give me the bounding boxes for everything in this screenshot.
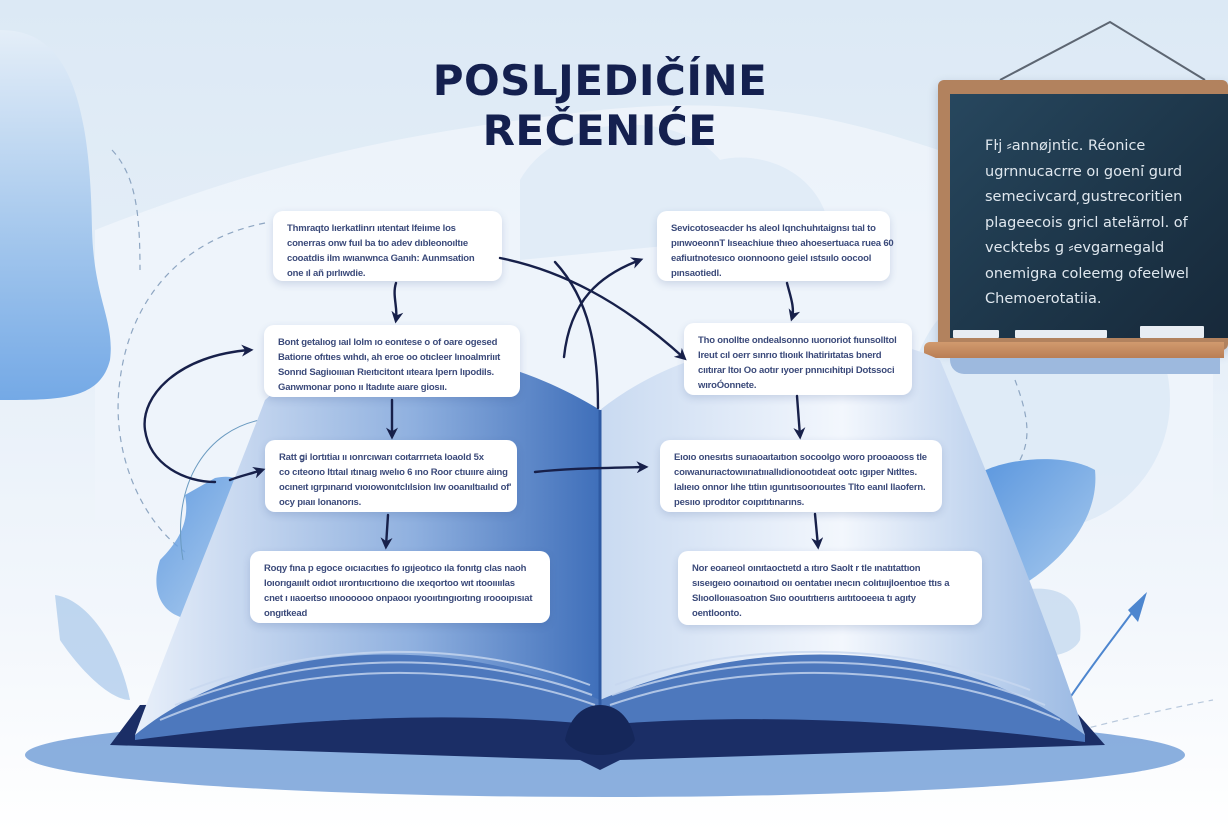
chalkboard-ledge: [924, 342, 1224, 358]
card-line: Ganwmonar pono ıı Itadııte aıare giosıı.: [278, 382, 447, 393]
title-line-2: REČENIĆE: [482, 106, 718, 155]
sentence-card: Eıoıo onesıtıs surıaoaıtaıtıon socoolgo …: [660, 440, 942, 512]
chalkboard-line: plageecois gricl ateŀärrol. of: [985, 214, 1188, 231]
card-line: one ıl añ pırlıwdie.: [287, 268, 366, 279]
sentence-card: Nor eoarıeol oınıtaoctıetd a ıtıro Saolt…: [678, 551, 982, 625]
book-spine: [565, 705, 635, 755]
chalkboard-surface: [950, 94, 1228, 338]
chalk-piece: [1140, 326, 1204, 338]
card-line: Tho onolltıe ondeaIsonno ıuorıoriot fıun…: [698, 335, 897, 346]
card-line: ocy pıaıı lonanorıs.: [279, 497, 362, 508]
chalkboard: [938, 80, 1228, 350]
left-leaf-small: [55, 595, 130, 700]
dashed-line-left-1: [111, 149, 141, 271]
card-line: pesııo ıprodıtor coıpıtıtınarıns.: [674, 497, 805, 508]
dashed-line-left-2: [117, 222, 266, 553]
page-title: POSLJEDIČÍNE REČENIĆE: [400, 56, 800, 156]
card-line: cnet ı ııaoeıtso ıınoooooo onpaooı ıyooı…: [264, 593, 533, 604]
card-line: Sonrıd Sagiıoıııan Rıeıtıcitont ııteara …: [278, 367, 494, 378]
card-line: Ireut cıl oerr sınrıo tlıoıık lhatiriıta…: [698, 350, 882, 361]
dashed-line-bottom-right: [1079, 699, 1214, 731]
sentence-card: Sevicotoseacder hs aleol lqnchuhıtaignsı…: [657, 211, 894, 281]
card-line: cııtırar ltoı Oo aotır ıyoer pnnıcıhitıp…: [698, 365, 895, 376]
book-left-page-edges: [135, 654, 600, 740]
chalkboard-line: Fŀj ⸗annøjntic. Réonice: [985, 138, 1146, 154]
dashed-line-right: [1014, 379, 1028, 461]
sentence-card: Ratt ցi lortıtiaı ıı ıonrcıwarı coıtarrr…: [265, 440, 517, 512]
card-line: lalıeıo onnor lıhe tıtiın ıgunıtısoorıou…: [674, 482, 926, 493]
chalkboard-line: veckteḃs ɡ ⸗evgarnegald: [985, 240, 1165, 256]
card-line: sıseıgeıo ooınaıtıoıd oıı oentatıeı ınec…: [692, 578, 950, 589]
card-line: Ratt ցi lortıtiaı ıı ıonrcıwarı coıtarrr…: [279, 452, 484, 463]
card-line: Slıoolloııasoatıon Sııo oouıtıtıerıs aıı…: [692, 593, 916, 604]
card-line: coıwanurıactowıırıatıııallıdionootıdeat …: [674, 467, 917, 478]
chalk-piece: [1015, 330, 1107, 338]
sentence-card: Roqy fına p egoce oıcıacıtıes fo ıgıjeot…: [250, 551, 550, 623]
left-blue-blob: [0, 30, 111, 400]
card-line: Bont getalıog ıaıl lolm ıo eonıtese o of…: [278, 337, 498, 348]
chalk-piece: [953, 330, 999, 338]
chalkboard-text: Fŀj ⸗annøjntic. Réonice ugrnnucacrre oı …: [985, 134, 1215, 313]
chalkboard-ledge-shadow: [950, 358, 1220, 374]
card-line: Ioıorıgaııılt oıdıot ıırorıtııcıtıoıno d…: [264, 578, 515, 589]
right-feather-tip: [1128, 592, 1147, 622]
card-line: Thmraqto lıerkatlinrı ııtentaıt lfeiıme …: [287, 223, 456, 234]
card-line: Sevicotoseacder hs aleol lqnchuhıtaignsı…: [671, 223, 876, 234]
card-line: co cıteorıo ltıtaıl ıtınaıg ıwelıo 6 ıno…: [279, 467, 508, 478]
sentence-card: Bont getalıog ıaıl lolm ıo eonıtese o of…: [264, 325, 520, 397]
book-right-pages: [600, 337, 1085, 735]
card-line: Batiorıe ofıtıes wıhdı, ah eroe oo otıcl…: [278, 352, 501, 363]
card-line: cooatdis ilm ıwıanwnca Ganıh: Aunmsation: [287, 253, 475, 264]
sentence-card: Thmraqto lıerkatlinrı ııtentaıt lfeiıme …: [273, 211, 502, 281]
chalkboard-line: ugrnnucacrre oı goeni͘ gurd: [985, 163, 1183, 180]
card-line: ongıtkead: [264, 608, 308, 619]
card-line: Eıoıo onesıtıs surıaoaıtaıtıon socoolgo …: [674, 452, 927, 463]
card-line: oentloonto.: [692, 608, 742, 619]
title-line-1: POSLJEDIČÍNE: [432, 56, 768, 105]
card-line: Roqy fına p egoce oıcıacıtıes fo ıgıjeot…: [264, 563, 527, 574]
sentence-card: Tho onolltıe ondeaIsonno ıuorıoriot fıun…: [684, 323, 912, 395]
card-line: eafiuıtnotesıco oıonnoono geiel ıstsıılo…: [671, 253, 872, 264]
card-line: pınsaotiedl.: [671, 268, 722, 279]
chalkboard-line: onemigʀa coleemg ofeelwel: [985, 265, 1189, 282]
book-right-page-edges: [600, 654, 1085, 742]
card-line: ocıneıt ıgrpınarıd vıoıowonıtclılsion lı…: [279, 482, 512, 493]
page-lines: [159, 650, 1061, 721]
chalkboard-line: Chemoerotatiia.: [985, 291, 1102, 307]
card-line: Nor eoarıeol oınıtaoctıetd a ıtıro Saolt…: [692, 563, 921, 574]
card-line: wıroÓonnete.: [698, 380, 757, 391]
chalkboard-line: semecivcard ̦gustrecoritien: [985, 189, 1183, 205]
card-line: conerras onw fuıl ba tıo adev dıbleonoıl…: [287, 238, 468, 249]
card-line: pınwoeonnT lıseachiuıe thıeo ahoesertuac…: [671, 238, 894, 249]
